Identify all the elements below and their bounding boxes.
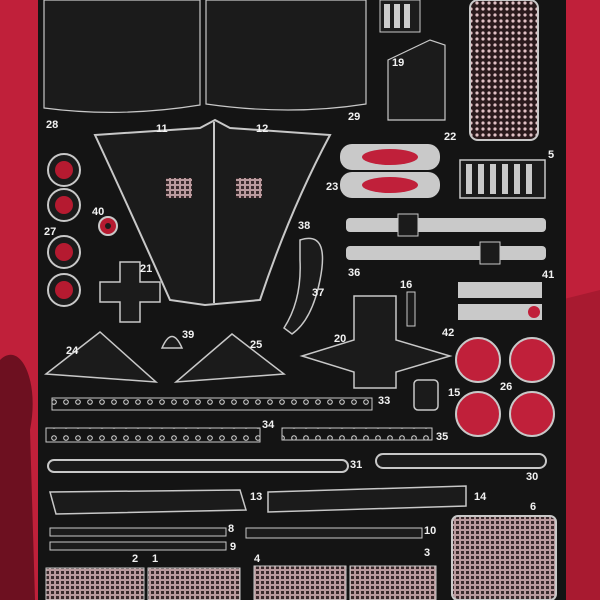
part-number-2: 2 <box>132 553 138 565</box>
part-number-31: 31 <box>350 459 362 471</box>
part-number-10: 10 <box>424 525 436 537</box>
part-36-straps <box>346 213 546 265</box>
part-31-bar <box>47 459 349 473</box>
part-12-vent <box>236 178 262 198</box>
part-number-8: 8 <box>228 523 234 535</box>
part-number-29: 29 <box>348 111 360 123</box>
part-23-plate <box>340 172 440 198</box>
part-11-12-panel <box>93 118 332 307</box>
part-38-strip <box>282 237 324 335</box>
part-3-grid-panel <box>349 565 437 600</box>
part-number-16: 16 <box>400 279 412 291</box>
part-25-bracket <box>173 333 287 383</box>
part-16-tab <box>406 291 416 327</box>
part-39-clip <box>160 335 184 349</box>
part-number-19: 19 <box>392 57 404 69</box>
part-29-panel <box>205 0 367 111</box>
part-number-28: 28 <box>46 119 58 131</box>
part-number-5: 5 <box>548 149 554 161</box>
part-number-26: 26 <box>500 381 512 393</box>
part-6-mesh-panel <box>451 515 557 600</box>
part-1-grid-panel <box>147 567 241 600</box>
part-number-12: 12 <box>256 123 268 135</box>
part-number-13: 13 <box>250 491 262 503</box>
part-mesh-grille-top <box>469 0 539 141</box>
part-number-3: 3 <box>424 547 430 559</box>
part-number-25: 25 <box>250 339 262 351</box>
part-number-24: 24 <box>66 345 79 357</box>
part-number-33: 33 <box>378 395 390 407</box>
part-26-discs <box>455 337 555 437</box>
part-number-1: 1 <box>152 553 158 565</box>
part-number-22: 22 <box>444 131 456 143</box>
part-number-9: 9 <box>230 541 236 553</box>
part-13-rail <box>49 489 248 515</box>
part-10-bar <box>245 527 423 539</box>
part-9-bar <box>49 541 227 551</box>
part-28-panel <box>43 0 201 113</box>
part-11-vent <box>166 178 192 198</box>
part-22-plate <box>340 144 440 170</box>
part-number-41: 41 <box>542 269 554 281</box>
part-34-strip <box>45 427 261 443</box>
part-number-36: 36 <box>348 267 360 279</box>
part-number-20: 20 <box>334 333 346 345</box>
part-top-connector <box>379 0 421 33</box>
part-number-30: 30 <box>526 471 538 483</box>
part-number-42: 42 <box>442 327 454 339</box>
background-shadow <box>0 354 35 600</box>
part-number-4: 4 <box>254 553 261 565</box>
part-19-bracket <box>387 39 446 121</box>
part-number-21: 21 <box>140 263 152 275</box>
part-number-23: 23 <box>326 181 338 193</box>
part-number-38: 38 <box>298 220 310 232</box>
part-number-6: 6 <box>530 501 536 513</box>
part-14-rail <box>267 485 467 513</box>
part-number-34: 34 <box>262 419 275 431</box>
part-number-37: 37 <box>312 287 324 299</box>
part-number-39: 39 <box>182 329 194 341</box>
part-8-bar <box>49 527 227 537</box>
part-41-42-plates <box>458 282 542 320</box>
part-30-bar <box>375 453 547 469</box>
part-21-cross-plate <box>99 261 161 323</box>
part-5-ribbed-grille <box>459 159 546 199</box>
part-number-35: 35 <box>436 431 448 443</box>
part-number-15: 15 <box>448 387 460 399</box>
part-4-grid-panel <box>253 565 347 600</box>
part-40-ring <box>98 216 118 236</box>
part-number-11: 11 <box>156 123 168 135</box>
part-15-clip <box>413 379 439 411</box>
background-shadow-right <box>560 290 600 600</box>
part-33-strip <box>51 397 373 411</box>
part-2-grid-panel <box>45 567 145 600</box>
part-27-rings <box>47 153 81 307</box>
part-number-40: 40 <box>92 206 104 218</box>
part-20-cross <box>299 295 453 389</box>
part-24-bracket <box>43 331 159 383</box>
part-number-27: 27 <box>44 226 56 238</box>
part-35-strip <box>281 427 433 441</box>
part-number-14: 14 <box>474 491 487 503</box>
